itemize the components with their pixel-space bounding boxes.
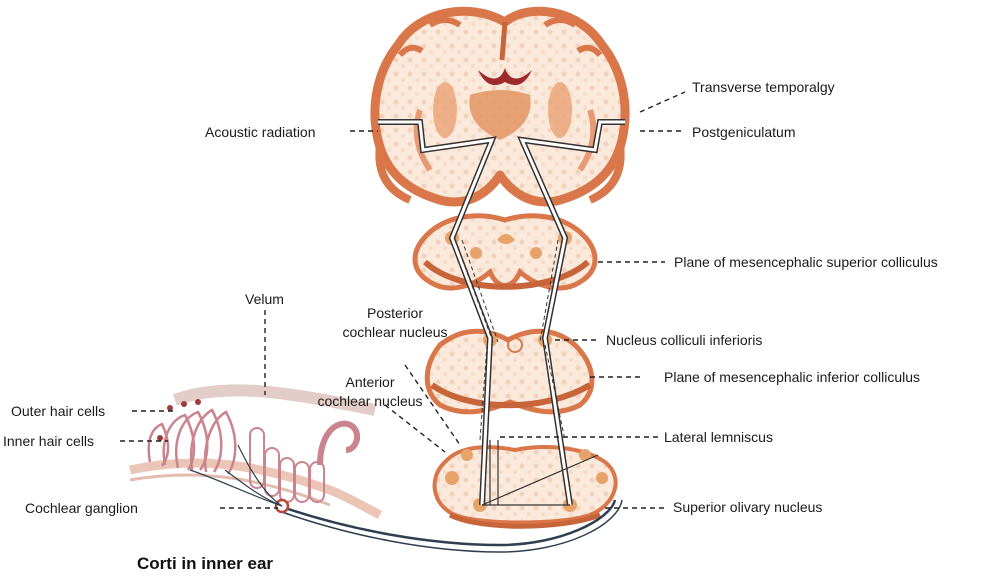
label-inferior-colliculus-plane: Plane of mesencephalic inferior collicul… (664, 369, 921, 385)
label-leader-lines (120, 91, 686, 509)
inferior-colliculus-section (424, 328, 595, 415)
label-superior-colliculus-plane: Plane of mesencephalic superior collicul… (674, 254, 938, 270)
caption-corti-in-inner-ear: Corti in inner ear (137, 554, 274, 573)
label-velum: Velum (245, 291, 284, 307)
label-inner-hair-cells: Inner hair cells (3, 433, 95, 449)
label-posterior-cochlear-nucleus-line2: cochlear nucleus (342, 324, 448, 340)
label-superior-olivary-nucleus: Superior olivary nucleus (673, 499, 823, 515)
label-cochlear-ganglion: Cochlear ganglion (25, 500, 138, 516)
label-posterior-cochlear-nucleus-line1: Posterior (366, 305, 424, 321)
cochlear-nerve (281, 499, 617, 547)
label-postgeniculatum: Postgeniculatum (692, 124, 796, 140)
label-lateral-lemniscus: Lateral lemniscus (664, 429, 773, 445)
label-transverse-temporal-gyrus: Transverse temporalgy (692, 79, 835, 95)
label-anterior-cochlear-nucleus-line2: cochlear nucleus (317, 393, 423, 409)
label-outer-hair-cells: Outer hair cells (11, 403, 106, 419)
auditory-pathway-tracts (378, 119, 625, 506)
superior-colliculus-section (412, 213, 598, 291)
label-nucleus-colliculi-inferioris: Nucleus colliculi inferioris (606, 332, 763, 348)
label-anterior-cochlear-nucleus-line1: Anterior (345, 374, 395, 390)
cerebrum-section (370, 6, 630, 207)
label-acoustic-radiation: Acoustic radiation (205, 124, 316, 140)
organ-of-corti-illustration (129, 384, 383, 520)
